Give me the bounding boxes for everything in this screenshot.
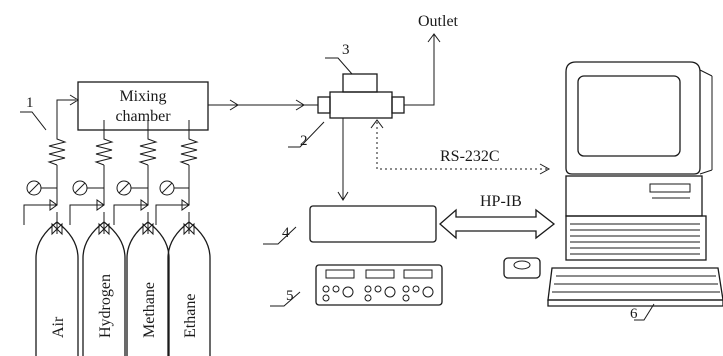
arrow-icon (229, 99, 239, 111)
callout-leader-3 (325, 57, 353, 75)
flow-controller-icon (47, 120, 67, 166)
flow-controller-icon (138, 120, 158, 166)
gas-label-ethane: Ethane (182, 294, 199, 338)
valve-icon (183, 222, 195, 236)
check-valve-icon (96, 199, 105, 211)
gas-line-methane (113, 120, 158, 236)
test-cell (317, 73, 405, 119)
mixing-chamber-label-line2: chamber (115, 108, 171, 125)
callout-leader-6 (634, 303, 655, 321)
callout-3: 3 (342, 42, 350, 58)
gas-label-methane: Methane (141, 282, 158, 338)
arrow-icon (295, 99, 305, 111)
valve-icon (98, 222, 110, 236)
arrow-icon (539, 163, 551, 175)
gas-label-hydrogen: Hydrogen (97, 274, 114, 338)
arrow-icon (427, 33, 441, 43)
cylinder-methane: Methane (126, 221, 170, 356)
arrow-icon (337, 191, 349, 201)
cylinder-air: Air (35, 221, 79, 356)
hpib-bus-arrow (439, 208, 556, 240)
flow-controller-icon (179, 120, 199, 166)
callout-4: 4 (282, 225, 290, 241)
callout-1: 1 (26, 95, 34, 111)
callout-leader-5 (270, 291, 301, 307)
check-valve-icon (181, 199, 190, 211)
rs232c-label: RS-232C (440, 148, 500, 165)
valve-icon (142, 222, 154, 236)
hpib-label: HP-IB (480, 193, 522, 210)
callout-6: 6 (630, 306, 638, 322)
callout-5: 5 (286, 288, 294, 304)
check-valve-icon (49, 199, 58, 211)
cylinder-hydrogen: Hydrogen (82, 221, 126, 356)
mixing-chamber-label-line1: Mixing (119, 88, 166, 105)
arrow-icon (370, 119, 384, 129)
cylinder-ethane: Ethane (167, 221, 211, 356)
gas-label-air: Air (50, 316, 67, 338)
callout-leader-2 (288, 121, 325, 148)
instrument-4 (309, 205, 437, 243)
air-feed-line (56, 99, 76, 120)
computer-icon (503, 61, 723, 307)
gas-line-hydrogen (69, 120, 114, 236)
flow-controller-icon (94, 120, 114, 166)
check-valve-icon (140, 199, 149, 211)
callout-leader-4 (263, 226, 297, 245)
gas-line-ethane (155, 120, 199, 236)
mixing-chamber: Mixing chamber (77, 81, 209, 131)
gas-line-air (23, 120, 67, 236)
instrument-5 (315, 264, 443, 306)
callout-leader-1 (20, 111, 47, 131)
callout-2: 2 (300, 133, 308, 149)
outlet-line (404, 34, 435, 106)
outlet-label: Outlet (418, 13, 459, 30)
rs232c-link (376, 122, 548, 170)
valve-icon (51, 222, 63, 236)
